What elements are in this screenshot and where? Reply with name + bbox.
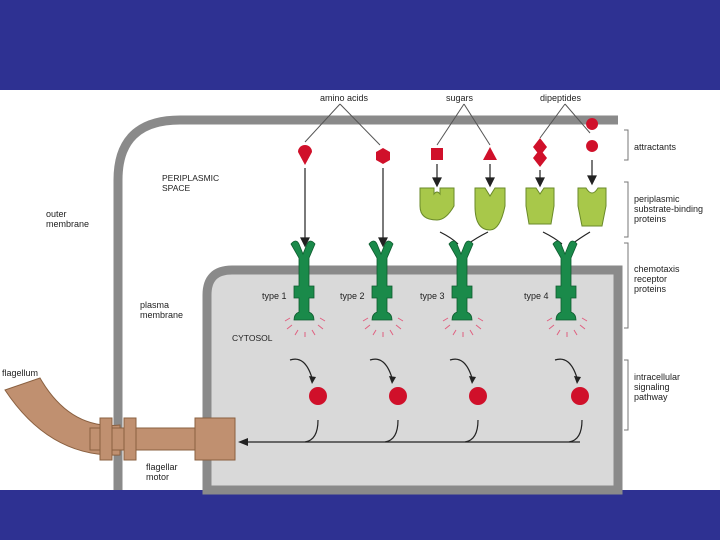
motor-ring-right [123,417,137,461]
right-brackets [624,129,629,431]
dipeptide-a [533,138,547,167]
binding-protein-dipeptide-1 [525,187,555,225]
group-pointer-lines [304,103,591,146]
label-type-2: type 2 [340,291,365,301]
receptor-type-4 [552,240,578,321]
label-flagellum: flagellum [2,368,39,378]
label-type-1: type 1 [262,291,287,301]
label-intracellular: intracellular signaling pathway [634,372,681,402]
receptor-type-2 [368,240,394,321]
cytosol-region [202,265,623,495]
sugar-triangle [483,147,497,160]
amino-acid-hexagon [376,148,390,164]
label-type-3: type 3 [420,291,445,301]
signaling-pathway [238,358,589,446]
label-cytosol: CYTOSOL [232,333,273,343]
bottom-band [0,490,720,540]
label-attractants: attractants [634,142,677,152]
dipeptide-b [586,118,599,152]
binding-protein-sugar-1 [419,187,455,221]
label-periplasmic-space: PERIPLASMIC SPACE [162,173,220,193]
binding-protein-dipeptide-2 [577,187,607,227]
top-band [0,0,720,90]
label-dipeptides: dipeptides [540,93,582,103]
label-type-4: type 4 [524,291,549,301]
label-amino-acids: amino acids [320,93,369,103]
label-periplasmic-binding: periplasmic substrate-binding proteins [634,194,704,224]
binding-protein-sugar-2 [474,187,506,231]
binding-proteins [419,187,607,231]
receptor-type-3 [448,240,474,321]
receptor-type-1 [290,240,316,321]
amino-acid-drop [298,145,312,165]
outer-membrane [113,115,618,490]
sugar-square [431,148,443,160]
attractant-molecules [298,118,599,167]
label-sugars: sugars [446,93,474,103]
receptor-activity-marks [284,317,588,337]
chemotaxis-receptors [290,240,578,321]
flagellum-motor [4,377,236,461]
label-outer-membrane: outer membrane [46,209,90,229]
label-chemotaxis-receptor: chemotaxis receptor proteins [634,264,680,294]
motor-ring-left [99,417,113,461]
label-flagellar-motor: flagellar motor [146,462,178,482]
label-plasma-membrane: plasma membrane [140,300,184,320]
motor-body [194,417,236,461]
